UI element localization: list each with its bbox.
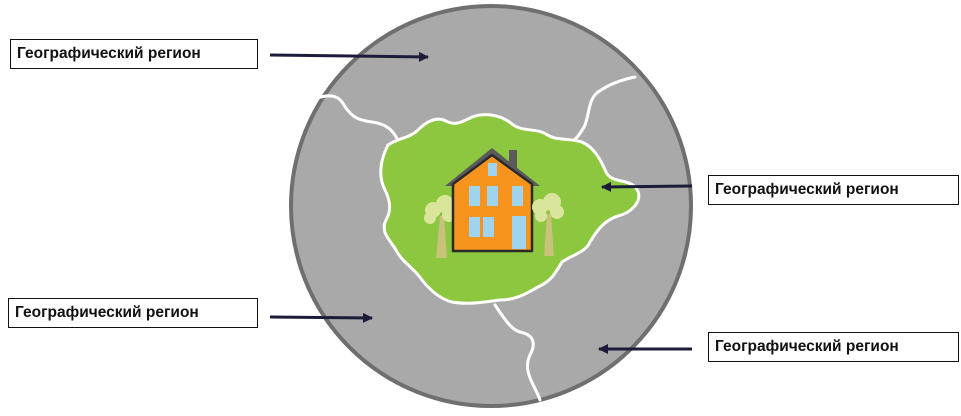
region-label-top-left: Географический регион <box>10 39 258 69</box>
arrow-mid-right <box>602 186 692 187</box>
window <box>512 186 523 206</box>
window <box>487 186 498 206</box>
region-label-mid-right: Географический регион <box>708 175 959 205</box>
window <box>483 217 494 237</box>
arrow-top-left <box>270 55 428 57</box>
window <box>469 217 480 237</box>
window <box>488 163 497 176</box>
arrow-bottom-left <box>270 317 372 318</box>
door <box>512 216 526 249</box>
region-label-bottom-right: Географический регион <box>708 332 959 362</box>
window <box>469 186 480 206</box>
region-label-bottom-left: Географический регион <box>8 298 258 328</box>
